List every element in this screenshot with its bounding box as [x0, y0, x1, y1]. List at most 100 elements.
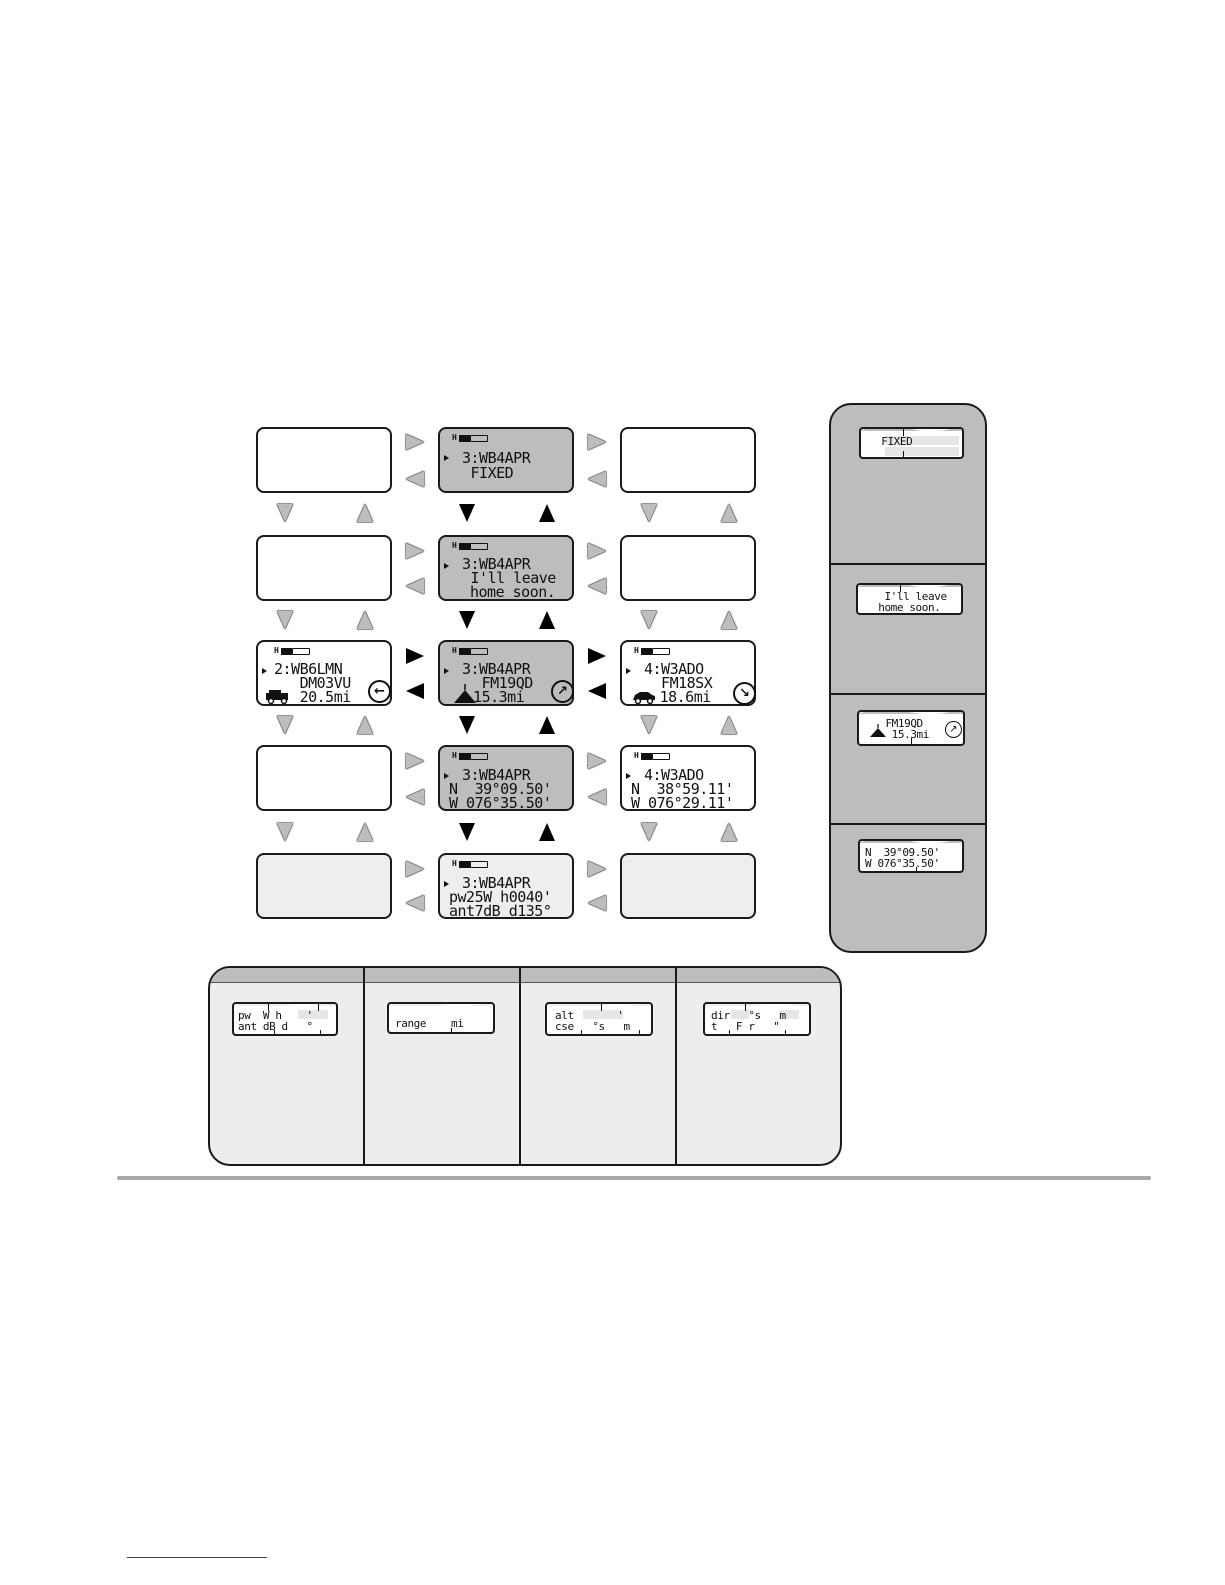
- snippet-fixed: FIXED: [859, 427, 964, 459]
- arrow-up: [721, 504, 737, 522]
- arrow-right: [406, 543, 424, 559]
- pointer-icon: [626, 668, 631, 674]
- bottom-divider: [363, 968, 365, 1164]
- arrow-right: [588, 434, 606, 450]
- screen-line-2: FM19QD: [456, 674, 534, 692]
- arrow-left: [406, 578, 424, 594]
- arrow-up: [721, 823, 737, 841]
- side-divider: [831, 823, 985, 825]
- arrow-down: [641, 611, 657, 629]
- battery-icon: H: [452, 751, 500, 761]
- house-icon: [454, 684, 476, 703]
- arrow-down: [641, 504, 657, 522]
- arrow-left: [406, 471, 424, 487]
- arrow-down: [277, 823, 293, 841]
- screen-line-3: home soon.: [470, 583, 556, 601]
- side-divider: [831, 563, 985, 565]
- snippet-line-1: pw W h ': [238, 1009, 313, 1022]
- arrow-up: [721, 716, 737, 734]
- screen-line-1: 3:WB4APR: [462, 555, 531, 573]
- snippet-grid-distance: FM19QD 15.3mi ↗: [857, 710, 965, 746]
- screen-r5c1: [256, 853, 392, 919]
- bottom-divider: [675, 968, 677, 1164]
- pointer-icon: [262, 668, 267, 674]
- screen-line-2: DM03VU: [274, 674, 352, 692]
- battery-icon: H: [452, 541, 500, 551]
- screen-line-2: pw25W h0040': [449, 888, 552, 906]
- snippet-line-2: t F r ": [711, 1020, 780, 1033]
- arrow-left: [406, 683, 424, 699]
- arrow-up: [539, 611, 555, 629]
- compass-west-icon: ←: [368, 680, 391, 703]
- arrow-up: [721, 611, 737, 629]
- snippet-line-2: home soon.: [872, 601, 941, 614]
- screen-line-3: W 076°29.11': [631, 794, 734, 812]
- screen-r1c1: [256, 427, 392, 493]
- arrow-left: [588, 789, 606, 805]
- screen-r3c1: H 2:WB6LMN DM03VU 20.5mi ←: [256, 640, 392, 706]
- screen-r2c3: [620, 535, 756, 601]
- arrow-right: [406, 648, 424, 664]
- screen-line-3: 20.5mi: [274, 688, 352, 706]
- arrow-up: [539, 504, 555, 522]
- snippet-direction-temperature: dir °s m t F r ": [703, 1002, 811, 1036]
- battery-icon: H: [634, 751, 682, 761]
- screen-r3c3: H 4:W3ADO FM18SX 18.6mi ↘: [620, 640, 756, 706]
- screen-r2c2: H 3:WB4APR I'll leave home soon.: [438, 535, 574, 601]
- arrow-left: [588, 683, 606, 699]
- pointer-icon: [444, 668, 449, 674]
- battery-icon: H: [634, 646, 682, 656]
- screen-line-3: 15.3mi: [456, 688, 525, 706]
- arrow-up: [539, 716, 555, 734]
- side-panel: FIXED I'll leave home soon. FM19QD 15.3m…: [829, 403, 987, 953]
- screen-line-2: FM18SX: [644, 674, 713, 692]
- snippet-line-2: 15.3mi: [873, 728, 930, 741]
- battery-icon: H: [452, 859, 500, 869]
- screen-r4c1: [256, 745, 392, 811]
- pointer-icon: [444, 773, 449, 779]
- snippet-altitude-course: alt ' cse °s m: [545, 1002, 653, 1036]
- arrow-up: [357, 716, 373, 734]
- screen-line-2: I'll leave: [462, 569, 557, 587]
- battery-icon: H: [452, 646, 500, 656]
- pointer-icon: [444, 563, 449, 569]
- screen-r5c2: H 3:WB4APR pw25W h0040' ant7dB d135°: [438, 853, 574, 919]
- battery-icon: H: [274, 646, 322, 656]
- arrow-down: [459, 611, 475, 629]
- arrow-left: [588, 471, 606, 487]
- screen-line-2: N 38°59.11': [631, 780, 734, 798]
- screen-line-2: N 39°09.50': [449, 780, 552, 798]
- snippet-line-2: cse °s m: [555, 1020, 630, 1033]
- screen-r4c2: H 3:WB4APR N 39°09.50' W 076°35.50': [438, 745, 574, 811]
- snippet-power-height: pw W h ' ant dB d °: [232, 1002, 338, 1036]
- snippet-line-1: FIXED: [875, 435, 913, 448]
- arrow-right: [588, 648, 606, 664]
- compass-northeast-icon: ↗: [945, 721, 962, 738]
- screen-line-3: ant7dB d135°: [449, 902, 552, 920]
- snippet-line-1: alt ': [555, 1009, 624, 1022]
- arrow-right: [588, 861, 606, 877]
- arrow-up: [539, 823, 555, 841]
- arrow-left: [588, 578, 606, 594]
- screen-line-1: 4:W3ADO: [644, 766, 704, 784]
- bottom-divider: [519, 968, 521, 1164]
- snippet-line-1: FM19QD: [873, 717, 923, 730]
- screen-line-3: W 076°35.50': [449, 794, 552, 812]
- house-icon: [870, 724, 886, 737]
- snippet-line-1: range mi: [395, 1017, 464, 1030]
- arrow-down: [277, 611, 293, 629]
- battery-icon: H: [452, 433, 500, 443]
- screen-r3c2: H 3:WB4APR FM19QD 15.3mi ↗: [438, 640, 574, 706]
- screen-line-1: 3:WB4APR: [462, 874, 531, 892]
- snippet-line-1: dir °s m: [711, 1009, 786, 1022]
- arrow-right: [588, 543, 606, 559]
- snippet-line-1: I'll leave: [872, 590, 947, 603]
- screen-r4c3: H 4:W3ADO N 38°59.11' W 076°29.11': [620, 745, 756, 811]
- snippet-range: range mi: [387, 1002, 495, 1034]
- arrow-down: [459, 504, 475, 522]
- arrow-down: [641, 823, 657, 841]
- page-rule: [117, 1176, 1151, 1180]
- snippet-line-2: W 076°35.50': [865, 857, 940, 870]
- truck-icon: [266, 690, 288, 704]
- screen-line-3: 18.6mi: [634, 688, 712, 706]
